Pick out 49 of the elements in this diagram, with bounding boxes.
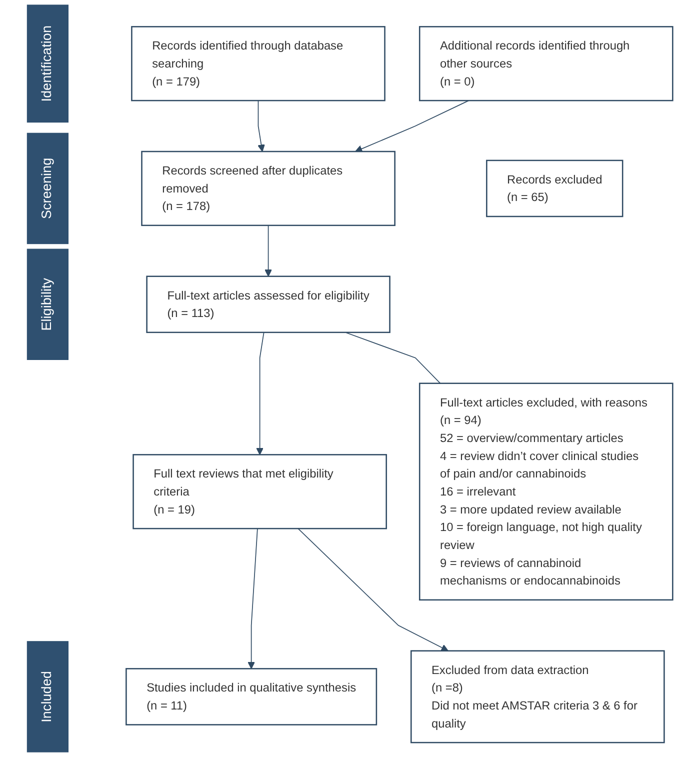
process-box — [146, 276, 390, 334]
box-text: (n =8) — [432, 680, 464, 696]
box-text: Records screened after duplicates removed — [162, 162, 344, 197]
arrow — [258, 100, 265, 152]
process-box — [141, 150, 396, 226]
box-text: (n = 178) — [162, 198, 212, 215]
connector-line — [344, 332, 441, 384]
process-box — [132, 454, 387, 530]
box-text: (n = 65) — [507, 189, 550, 206]
box-text: (n = 94) — [440, 412, 482, 429]
arrow — [298, 528, 448, 652]
box-text: Records excluded — [507, 171, 602, 188]
stage-label: Eligibility — [39, 278, 56, 331]
box-text: Excluded from data extraction — [432, 662, 590, 678]
box-text: (n = 0) — [440, 73, 476, 90]
stage-band — [26, 641, 69, 752]
box-text: Additional records identified through other sources — [440, 38, 631, 72]
box-text: 4 = review didn’t cover clinical studies of pain and/or cannabinoids — [440, 448, 640, 482]
box-text: 9 = reviews of cannabinoid mechanisms or endocannabinoids — [440, 554, 622, 590]
arrow — [355, 100, 470, 152]
process-box — [486, 160, 624, 218]
process-box — [131, 26, 386, 102]
box-text: Did not meet AMSTAR criteria 3 & 6 for quality — [432, 697, 638, 732]
process-box — [410, 650, 665, 744]
box-text: Full text reviews that met eligibility criteria — [154, 466, 334, 500]
process-box — [126, 668, 378, 726]
stage-band — [26, 4, 69, 123]
stage-band — [26, 132, 69, 244]
box-text: Records identified through database searching — [152, 38, 344, 72]
box-text: Full-text articles excluded, with reasons — [440, 394, 648, 411]
box-text: 3 = more updated review available — [440, 501, 622, 518]
stage-label: Screening — [39, 158, 56, 220]
box-text: 52 = overview/commentary articles — [440, 430, 624, 446]
box-text: (n = 11) — [146, 697, 188, 714]
stage-label: Included — [39, 671, 56, 722]
process-box — [418, 382, 674, 601]
box-text: Full-text articles assessed for eligibility — [167, 287, 370, 304]
box-text: (n = 113) — [167, 305, 216, 322]
process-box — [418, 26, 674, 102]
stage-label: Identification — [39, 25, 56, 102]
box-text: Studies included in qualitative synthesis — [146, 680, 356, 696]
box-text: 10 = foreign language, not high quality review — [440, 519, 643, 554]
box-text: 16 = irrelevant — [440, 483, 517, 500]
box-text: (n = 19) — [154, 501, 196, 518]
stage-band — [26, 248, 69, 360]
arrow — [256, 332, 264, 456]
box-text: (n = 179) — [152, 73, 202, 90]
arrow — [248, 528, 258, 670]
arrow — [264, 224, 272, 277]
